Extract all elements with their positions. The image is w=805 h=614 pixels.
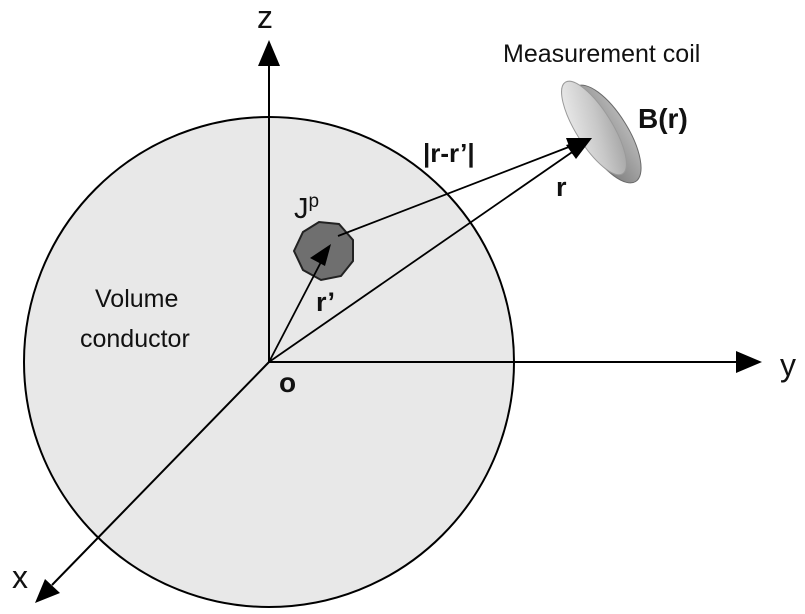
vector-r-prime-line: [268, 261, 322, 363]
vector-r-prime-label: r’: [316, 287, 335, 317]
volume-conductor-label-line1: Volume: [95, 285, 178, 313]
vectors: [268, 138, 592, 363]
volume-conductor-label-line2: conductor: [80, 325, 190, 353]
distance-label: |r-r’|: [423, 138, 475, 168]
vector-r-label: r: [556, 172, 567, 202]
vector-r-line: [268, 147, 579, 363]
coordinate-axes: [35, 40, 762, 603]
x-axis-arrowhead: [35, 579, 60, 603]
vector-r-prime-arrowhead: [310, 244, 331, 266]
z-axis-label: z: [257, 0, 273, 35]
y-axis-arrowhead: [736, 351, 762, 373]
y-axis-label: y: [780, 347, 796, 383]
measurement-coil-icon: [561, 80, 642, 184]
z-axis-arrowhead: [258, 40, 280, 66]
field-label: B(r): [638, 103, 688, 134]
current-source-label-main: J: [294, 193, 309, 225]
current-source-label: Jp: [294, 191, 319, 225]
x-axis-line: [51, 361, 270, 586]
x-axis-label: x: [12, 559, 28, 595]
measurement-coil-label: Measurement coil: [503, 40, 700, 68]
origin-label: o: [279, 367, 296, 398]
current-source-label-sup: p: [309, 191, 320, 212]
vector-distance-line: [337, 144, 575, 237]
vector-distance-arrowhead: [566, 138, 592, 154]
